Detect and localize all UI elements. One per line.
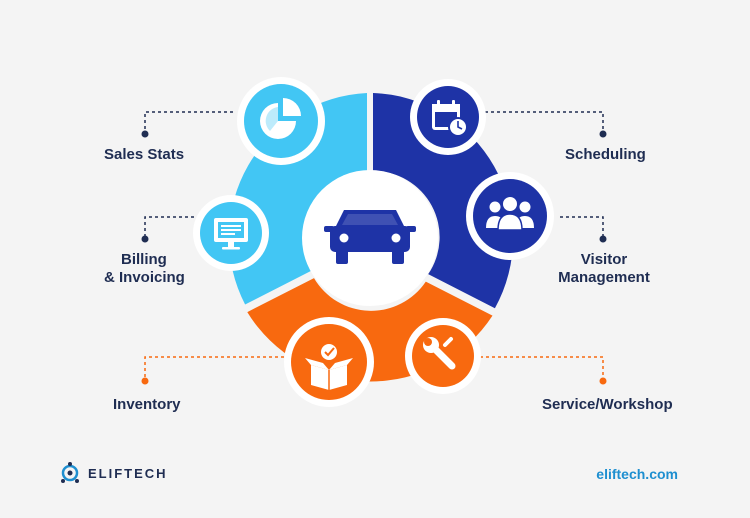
wrench-icon [423,337,456,370]
label-inventory: Inventory [113,396,181,413]
connector-inventory [144,356,290,380]
pie-chart-icon [260,98,301,139]
node-sales [237,77,325,165]
car-icon [324,210,416,264]
connector-billing [144,216,200,238]
node-inventory [284,317,374,407]
monitor-icon [214,218,248,250]
eliftech-logo-icon [61,462,79,483]
brand-logo: ELIFTECH [60,461,168,485]
connector-service [480,356,604,380]
node-service [405,318,481,394]
connector-sales [144,111,233,133]
label-service-workshop: Service/Workshop [542,396,673,413]
brand-name: ELIFTECH [88,465,168,481]
label-billing-invoicing: Billing & Invoicing [104,251,185,286]
website-link[interactable]: eliftech.com [596,466,678,482]
connector-visitor [560,216,604,238]
node-visitor [466,172,554,260]
calendar-clock-icon [432,100,468,137]
users-icon [486,197,534,231]
node-scheduling [410,79,486,155]
connectors [144,111,604,380]
node-billing [193,195,269,271]
connector-endpoints [141,130,607,385]
label-visitor-management: Visitor Management [558,251,650,286]
label-scheduling: Scheduling [565,146,646,163]
box-icon [305,344,353,390]
ring-segment-scheduling-visitor [373,93,514,309]
connector-scheduling [485,111,604,133]
label-sales-stats: Sales Stats [104,146,185,163]
